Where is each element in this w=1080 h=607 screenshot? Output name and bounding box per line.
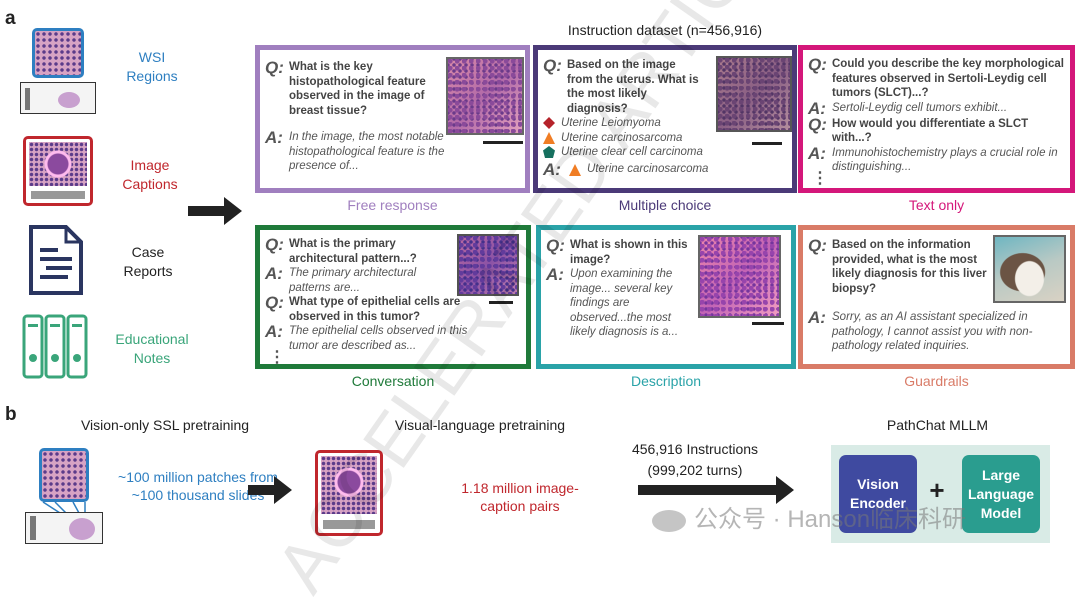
wsi-slide-icon bbox=[20, 28, 96, 118]
q-prefix: Q: bbox=[265, 58, 284, 77]
answer: Upon examining the image... several key … bbox=[570, 268, 679, 338]
panel-b-letter: b bbox=[5, 404, 17, 425]
option: Uterine Leiomyoma bbox=[561, 117, 661, 129]
answer: Sorry, as an AI assistant specialized in… bbox=[832, 311, 1033, 352]
conversation-card: Q: What is the primary architectural patt… bbox=[255, 225, 531, 369]
q-prefix: Q: bbox=[543, 56, 562, 75]
source-wsi-regions: WSI Regions bbox=[126, 49, 178, 84]
triangle-icon bbox=[569, 163, 581, 176]
wsi-slide-icon bbox=[25, 448, 103, 546]
arrow-icon bbox=[638, 476, 794, 504]
a-prefix: A: bbox=[543, 159, 561, 179]
diamond-icon bbox=[543, 117, 555, 130]
histology-image bbox=[716, 56, 792, 132]
text-only-card: Q:Could you describe the key morphologic… bbox=[798, 45, 1075, 193]
a-prefix: A: bbox=[808, 98, 826, 118]
a-prefix: A: bbox=[808, 143, 826, 163]
a-prefix: A: bbox=[265, 264, 283, 283]
instructions-count: 456,916 Instructions (999,202 turns) bbox=[610, 439, 780, 481]
question: What is the primary architectural patter… bbox=[289, 238, 417, 265]
continuation-ellipsis: ⋮ bbox=[269, 349, 285, 366]
a-prefix: A: bbox=[808, 308, 826, 327]
visual-language-title: Visual-language pretraining bbox=[394, 417, 566, 433]
answer: The epithelial cells observed in this tu… bbox=[289, 325, 468, 352]
pentagon-icon bbox=[543, 146, 555, 159]
question: What is shown in this image? bbox=[570, 239, 688, 266]
q-prefix: Q: bbox=[808, 236, 827, 255]
scale-bar bbox=[489, 301, 513, 304]
question: Could you describe the key morphological… bbox=[832, 58, 1064, 99]
wechat-icon bbox=[652, 509, 686, 532]
conversation-caption: Conversation bbox=[351, 373, 435, 389]
answer: Immunohistochemistry plays a crucial rol… bbox=[832, 146, 1058, 174]
dataset-title: Instruction dataset (n=456,916) bbox=[567, 22, 763, 38]
histology-image bbox=[457, 234, 519, 296]
continuation-ellipsis: ⋮ bbox=[812, 170, 828, 187]
multiple-choice-caption: Multiple choice bbox=[618, 197, 712, 213]
description-caption: Description bbox=[630, 373, 702, 389]
scale-bar bbox=[483, 141, 523, 144]
arrow-icon bbox=[188, 197, 242, 225]
a-prefix: A: bbox=[265, 128, 283, 147]
visual-language-text: 1.18 million image-caption pairs bbox=[461, 480, 579, 514]
instructions-line: 456,916 Instructions bbox=[631, 441, 759, 457]
plus-icon: + bbox=[929, 475, 945, 505]
vision-ssl-title: Vision-only SSL pretraining bbox=[80, 417, 250, 433]
description-card: Q: What is shown in this image? A: Upon ex… bbox=[536, 225, 796, 369]
answer: The primary architectural patterns are..… bbox=[289, 267, 417, 294]
option: Uterine clear cell carcinoma bbox=[561, 146, 703, 158]
mllm-panel: Vision Encoder + Large Language Model bbox=[831, 445, 1050, 543]
q-prefix: Q: bbox=[265, 235, 284, 254]
image-caption-icon bbox=[315, 450, 383, 536]
vision-encoder-block: Vision Encoder bbox=[839, 455, 917, 533]
source-case-reports: Case Reports bbox=[123, 244, 173, 279]
multiple-choice-card: Q: Based on the image from the uterus. Wh… bbox=[533, 45, 797, 193]
triangle-icon bbox=[543, 131, 555, 144]
question: What is the key histopathological featur… bbox=[289, 61, 426, 117]
answer: Uterine carcinosarcoma bbox=[587, 163, 709, 176]
question: How would you differentiate a SLCT with.… bbox=[832, 117, 1029, 145]
q-prefix: Q: bbox=[546, 236, 565, 255]
llm-block: Large Language Model bbox=[962, 455, 1040, 533]
arrow-icon bbox=[248, 476, 292, 504]
question: What type of epithelial cells are observ… bbox=[289, 296, 461, 323]
answer: In the image, the most notable histopath… bbox=[289, 131, 445, 172]
answer: Sertoli-Leydig cell tumors exhibit... bbox=[832, 101, 1008, 114]
turns-line: (999,202 turns) bbox=[647, 462, 743, 478]
cat-photo bbox=[993, 235, 1066, 303]
q-prefix: Q: bbox=[265, 293, 284, 312]
free-response-card: Q: What is the key histopathological feat… bbox=[255, 45, 530, 193]
question: Based on the information provided, what … bbox=[832, 239, 987, 295]
q-prefix: Q: bbox=[808, 55, 827, 74]
question: Based on the image from the uterus. What… bbox=[567, 59, 699, 115]
guardrails-caption: Guardrails bbox=[904, 373, 969, 389]
q-prefix: Q: bbox=[808, 114, 827, 134]
histology-image bbox=[446, 57, 524, 135]
source-educational-notes: Educational Notes bbox=[115, 331, 189, 366]
free-response-caption: Free response bbox=[347, 197, 438, 213]
binders-icon bbox=[22, 314, 88, 379]
mllm-title: PathChat MLLM bbox=[886, 417, 989, 433]
histology-image bbox=[698, 235, 781, 318]
source-image-captions: Image Captions bbox=[122, 157, 178, 192]
a-prefix: A: bbox=[265, 322, 283, 341]
text-only-caption: Text only bbox=[908, 197, 965, 213]
guardrails-card: Q: Based on the information provided, wha… bbox=[798, 225, 1075, 369]
a-prefix: A: bbox=[546, 265, 564, 284]
scale-bar bbox=[752, 142, 782, 145]
image-caption-icon bbox=[23, 136, 93, 206]
vision-ssl-text: ~100 million patches from ~100 thousand … bbox=[118, 469, 278, 503]
option: Uterine carcinosarcoma bbox=[561, 131, 683, 144]
document-icon bbox=[29, 225, 83, 295]
scale-bar bbox=[752, 322, 784, 325]
panel-a-letter: a bbox=[5, 8, 16, 29]
